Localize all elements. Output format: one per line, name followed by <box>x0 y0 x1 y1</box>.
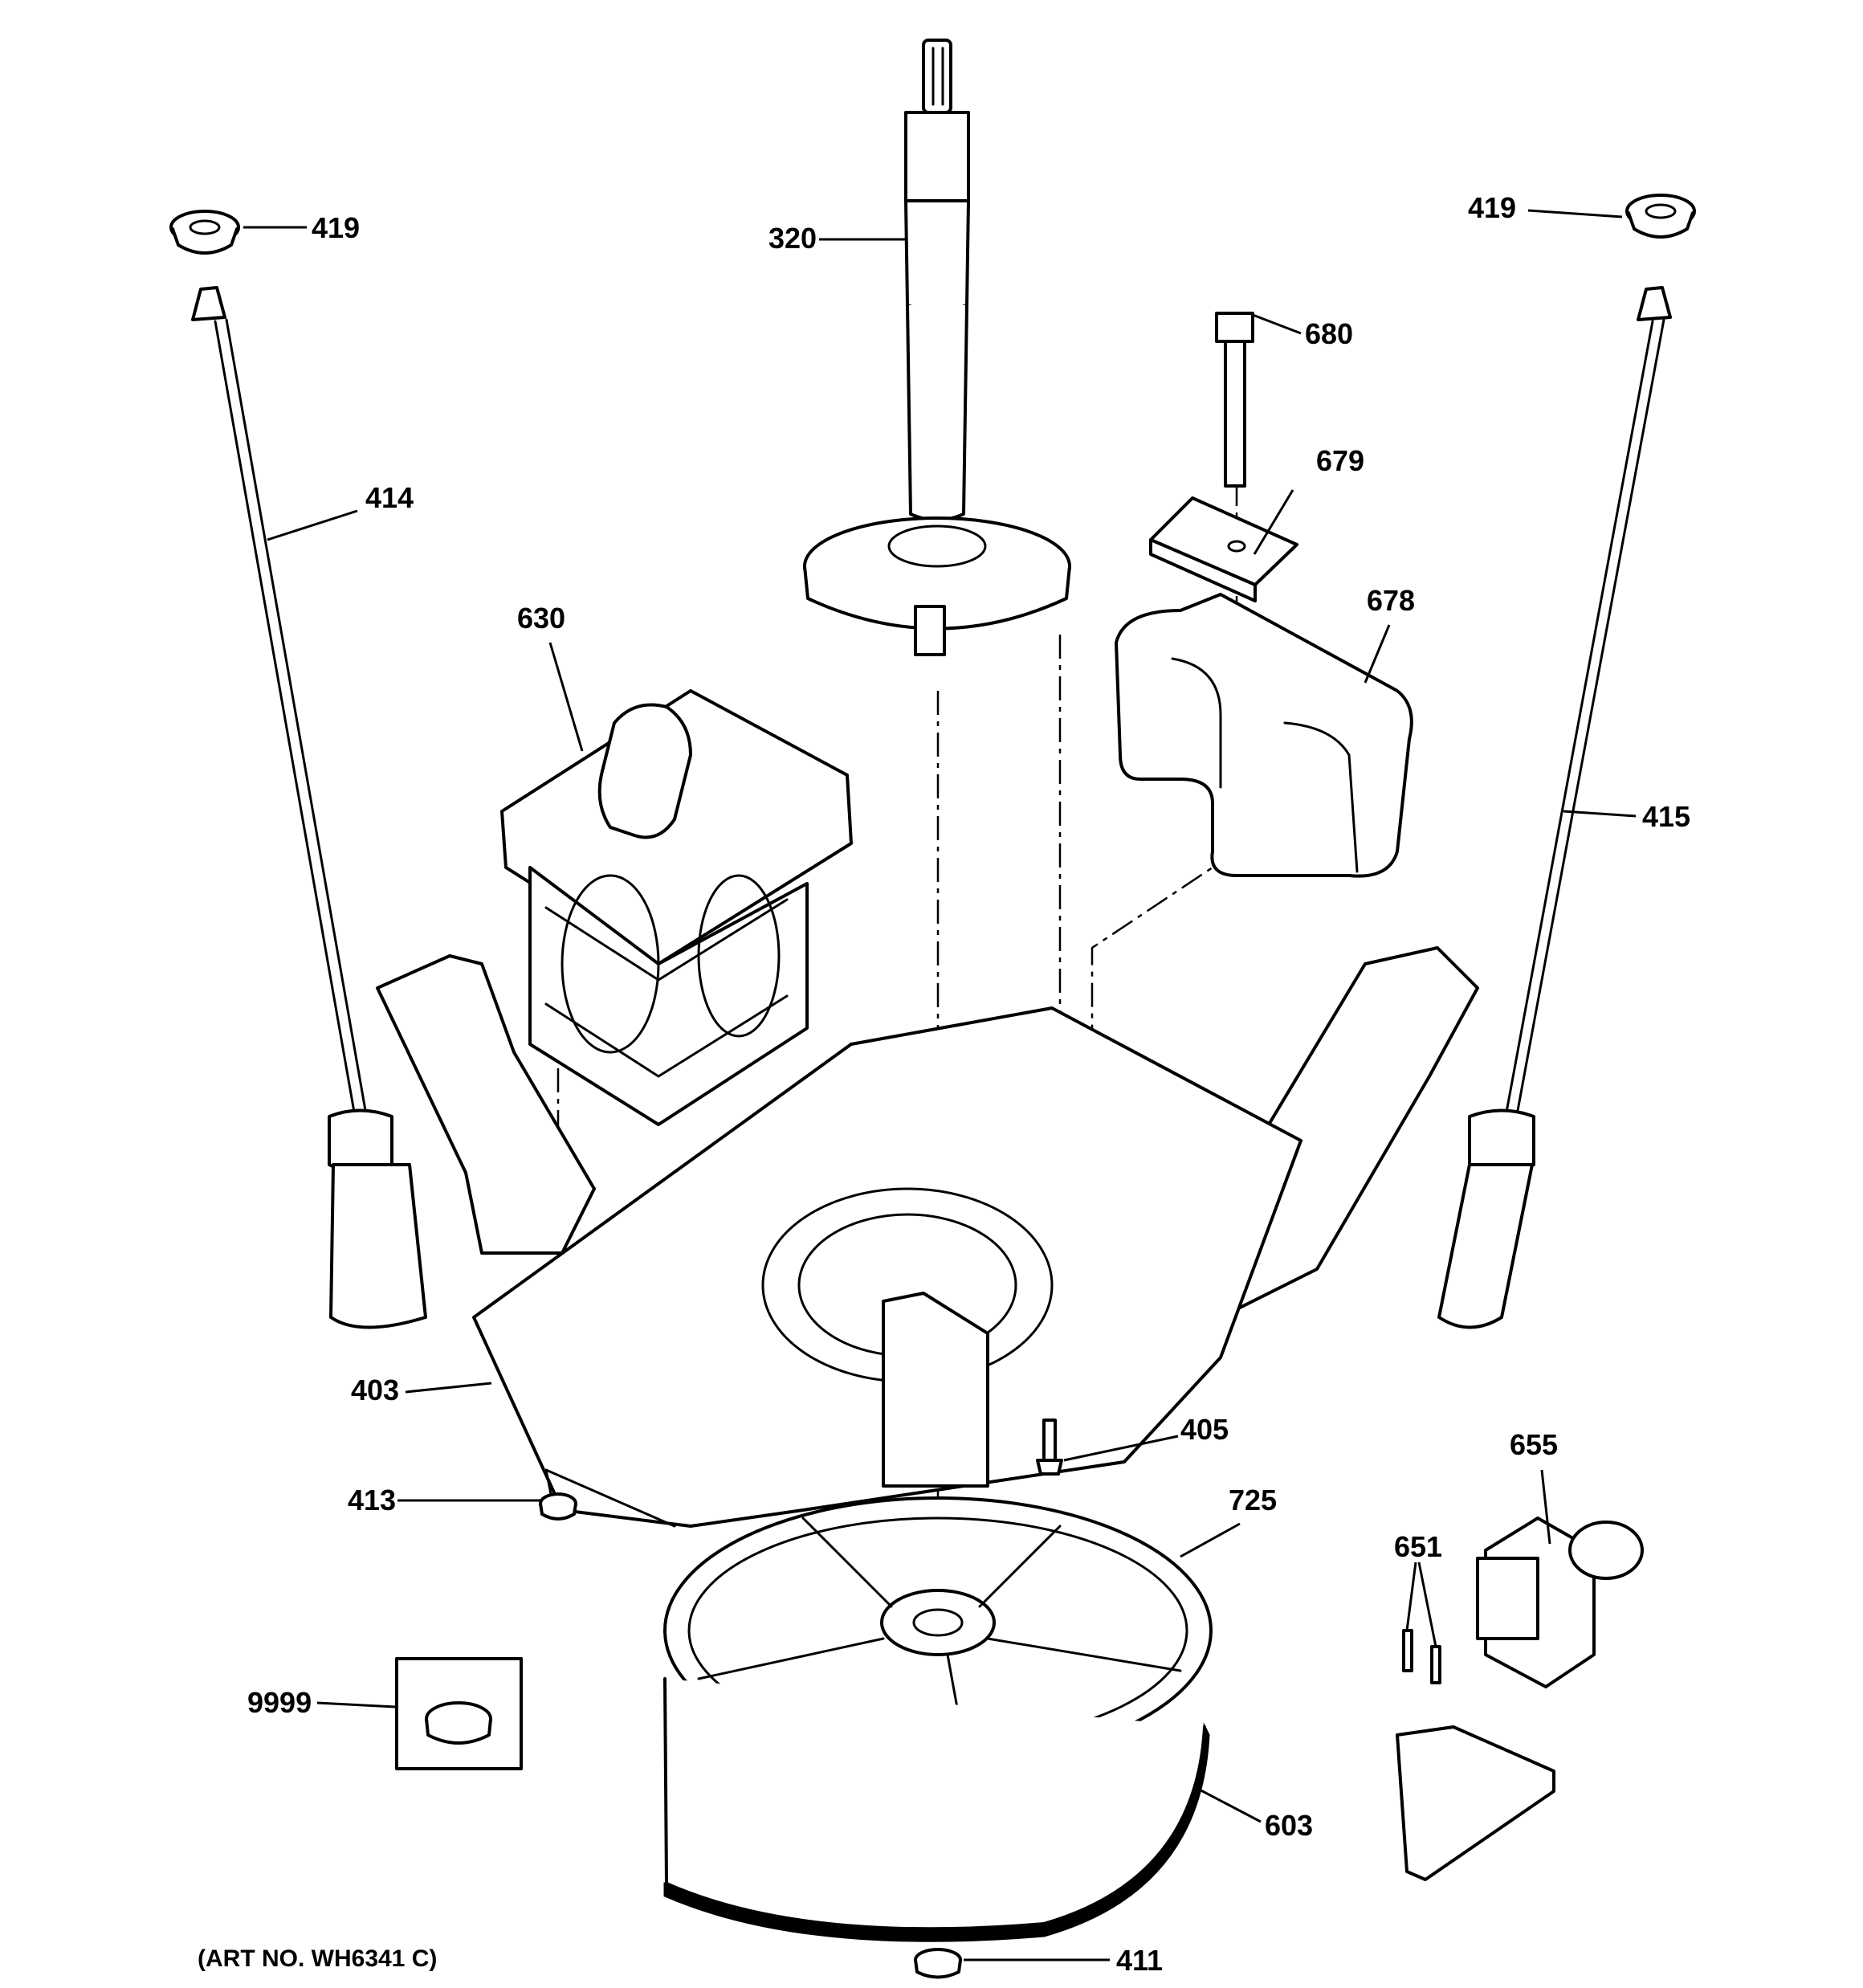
callout-630: 630 <box>517 602 565 635</box>
art-number: (ART NO. WH6341 C) <box>198 1945 437 1972</box>
callout-680: 680 <box>1305 317 1353 350</box>
base-frame <box>376 946 1479 1528</box>
callout-603: 603 <box>1265 1809 1313 1842</box>
callout-679: 679 <box>1316 444 1364 477</box>
suspension-rod-right <box>1437 286 1672 1329</box>
drive-belt <box>663 1677 1210 1942</box>
leader-lines <box>243 209 1637 1961</box>
callout-9999: 9999 <box>247 1686 312 1719</box>
callout-678: 678 <box>1367 584 1415 617</box>
callout-411: 411 <box>1116 1944 1163 1977</box>
part-9999-inset <box>395 1657 523 1770</box>
snubber-cap-right <box>1625 194 1696 239</box>
callout-655: 655 <box>1510 1428 1558 1461</box>
callout-405: 405 <box>1180 1413 1229 1446</box>
screw-405 <box>1036 1419 1063 1476</box>
motor <box>500 689 853 1126</box>
suspension-rod-left <box>191 286 427 1329</box>
callout-419-right: 419 <box>1468 191 1516 224</box>
callout-725: 725 <box>1229 1484 1277 1517</box>
callout-403: 403 <box>351 1374 399 1406</box>
callout-419-left: 419 <box>312 211 360 244</box>
callout-labels: 419 419 320 680 679 678 414 415 630 403 … <box>198 191 1690 1977</box>
washer-413 <box>539 1492 577 1521</box>
weight-plate <box>1149 496 1298 602</box>
nut-411 <box>914 1948 962 1979</box>
callout-651: 651 <box>1394 1530 1442 1563</box>
drain-pump <box>1396 1517 1644 1881</box>
snubber-cap-left <box>169 210 240 255</box>
bolt-680 <box>1215 312 1254 488</box>
counterweight <box>1115 593 1413 878</box>
callout-415: 415 <box>1642 800 1690 833</box>
callout-414: 414 <box>365 481 414 514</box>
drive-shaft <box>803 39 1071 656</box>
callout-413: 413 <box>348 1484 396 1517</box>
callout-320: 320 <box>768 222 817 255</box>
